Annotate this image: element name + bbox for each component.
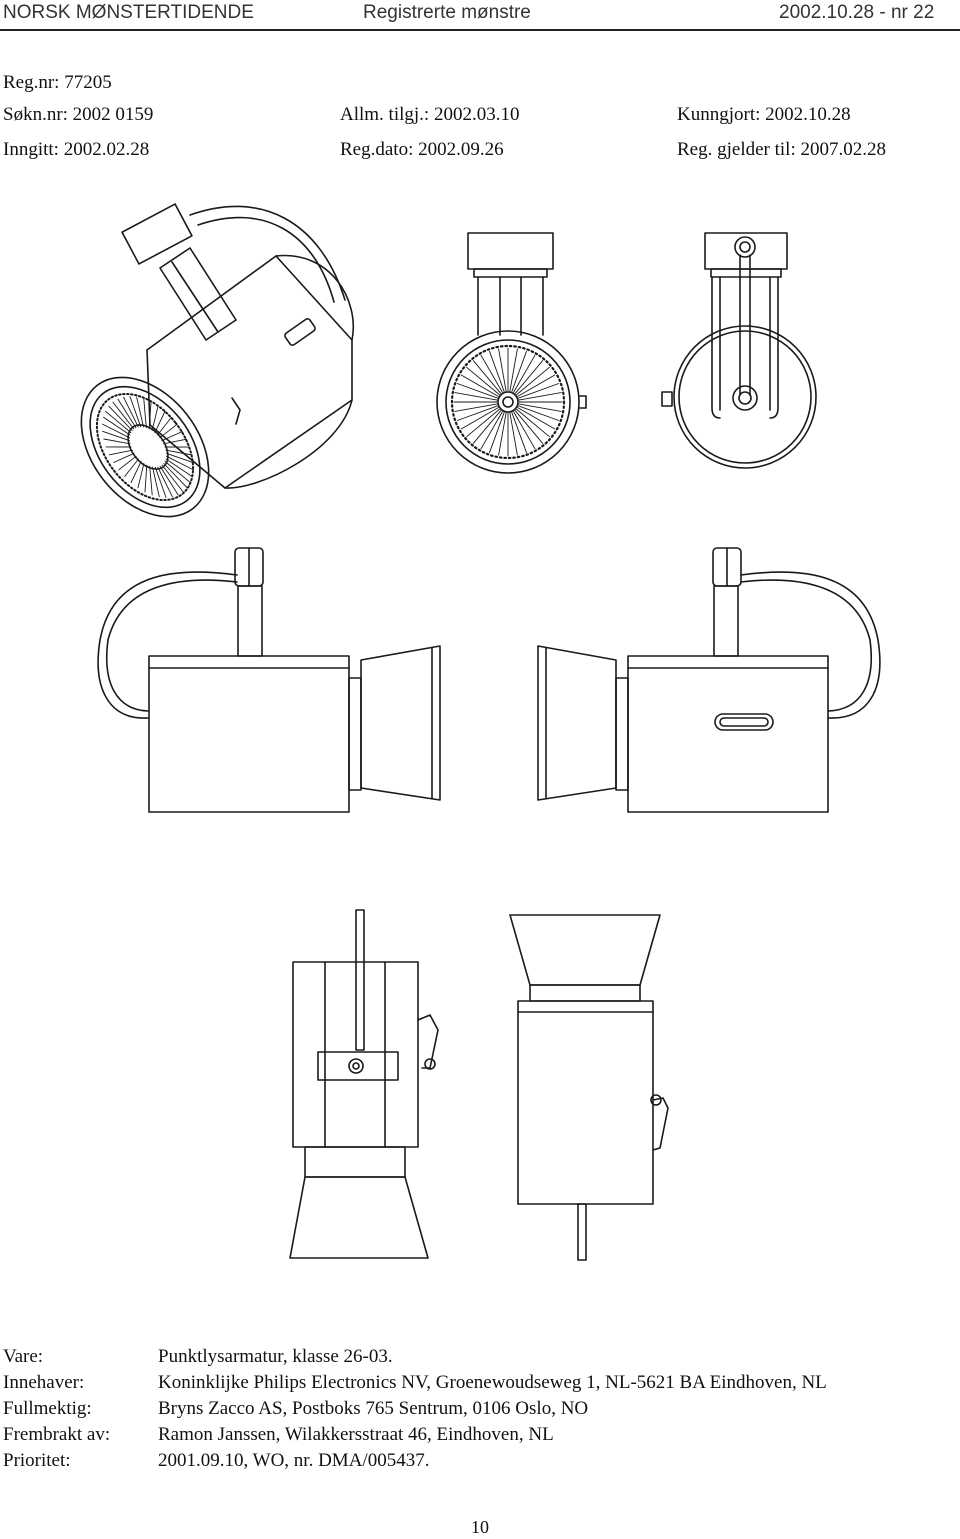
bottom-view-drawing [509, 914, 669, 1261]
label-fullmektig: Fullmektig: [3, 1398, 92, 1419]
issue-date: 2002.10.28 - nr 22 [779, 2, 935, 23]
reg-nr: Reg.nr: 77205 [3, 72, 112, 93]
front-view-drawing [436, 232, 587, 474]
label-vare: Vare: [3, 1346, 44, 1367]
inngitt: Inngitt: 2002.02.28 [3, 139, 150, 160]
value-vare: Punktlysarmatur, klasse 26-03. [158, 1346, 393, 1367]
header-divider [0, 29, 960, 31]
sokn-nr: Søkn.nr: 2002 0159 [3, 104, 154, 125]
kunngjort: Kunngjort: 2002.10.28 [677, 104, 851, 125]
value-frembrakt-av: Ramon Janssen, Wilakkersstraat 46, Eindh… [158, 1424, 554, 1445]
front-lens-spokes [453, 347, 563, 457]
value-prioritet: 2001.09.10, WO, nr. DMA/005437. [158, 1450, 430, 1471]
label-frembrakt-av: Frembrakt av: [3, 1424, 111, 1445]
page-header: NORSK MØNSTERTIDENDE Registrerte mønstre… [0, 0, 960, 28]
design-drawings [80, 203, 881, 1261]
side-view-left-drawing [97, 547, 441, 813]
section-title: Registrerte mønstre [363, 2, 531, 23]
publication-title: NORSK MØNSTERTIDENDE [3, 2, 254, 23]
side-view-right-drawing [537, 547, 881, 813]
allm-tilgj: Allm. tilgj.: 2002.03.10 [340, 104, 520, 125]
reg-gjelder-til: Reg. gjelder til: 2007.02.28 [677, 139, 886, 160]
perspective-view-drawing [80, 203, 354, 518]
label-innehaver: Innehaver: [3, 1372, 85, 1393]
reg-dato: Reg.dato: 2002.09.26 [340, 139, 504, 160]
value-innehaver: Koninklijke Philips Electronics NV, Groe… [158, 1372, 827, 1393]
value-fullmektig: Bryns Zacco AS, Postboks 765 Sentrum, 01… [158, 1398, 589, 1419]
top-view-drawing [289, 909, 439, 1259]
label-prioritet: Prioritet: [3, 1450, 71, 1471]
reflector-ribs [102, 396, 194, 498]
rear-view-drawing [661, 232, 817, 469]
page-number: 10 [471, 1517, 489, 1537]
